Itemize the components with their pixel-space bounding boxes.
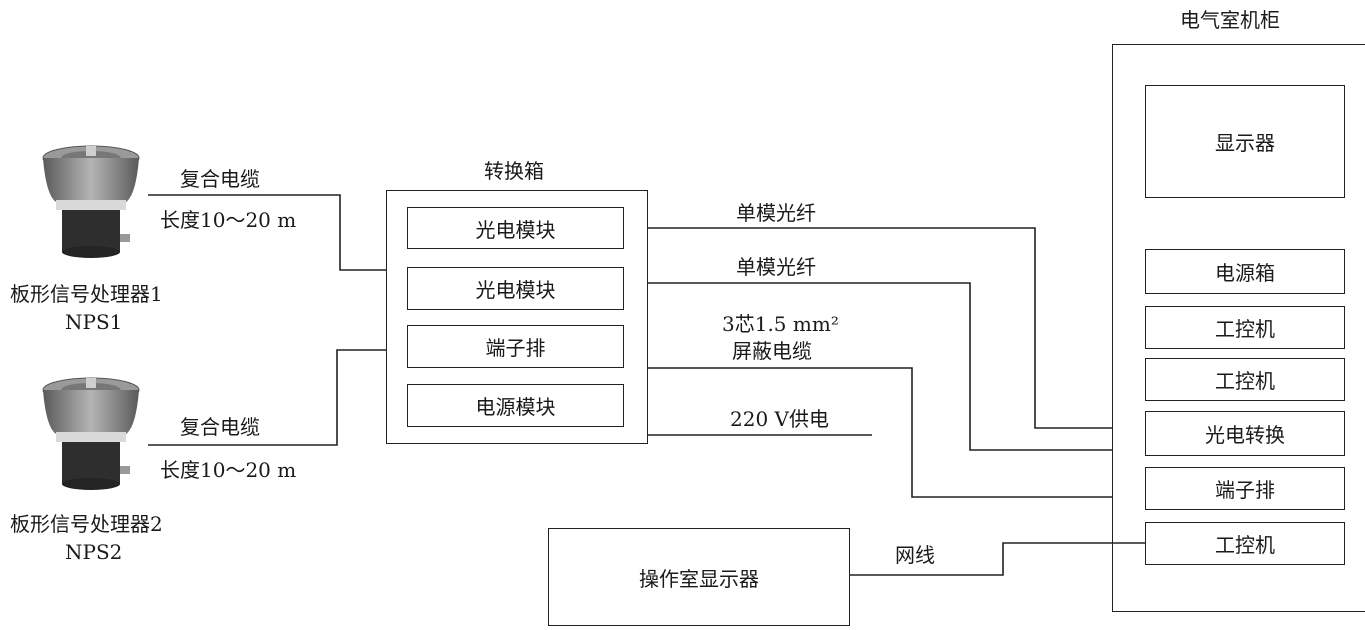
operator-room-display: 操作室显示器	[548, 528, 850, 626]
cabinet-unit-optical-converter: 光电转换	[1145, 411, 1345, 456]
sensor-1-code: NPS1	[65, 310, 123, 334]
sensor-2-image	[36, 372, 146, 506]
power-label: 220 V供电	[730, 407, 829, 431]
converter-module-power: 电源模块	[407, 384, 624, 427]
cable-nps2	[148, 349, 386, 446]
cable-2-length: 长度10～20 m	[160, 458, 297, 482]
network-line	[850, 542, 1145, 576]
cable-1-length: 长度10～20 m	[160, 208, 297, 232]
converter-module-optical-1: 光电模块	[407, 207, 624, 249]
fiber-line-2	[648, 282, 1112, 451]
network-label: 网线	[895, 543, 935, 567]
cabinet-unit-ipc-3: 工控机	[1145, 522, 1345, 565]
cabinet-title: 电气室机柜	[1180, 8, 1280, 32]
cabinet-unit-ipc-1: 工控机	[1145, 306, 1345, 349]
sensor-icon	[42, 145, 140, 258]
shield-cable-line	[648, 367, 1112, 498]
fiber-2-label: 单模光纤	[736, 255, 816, 279]
shield-cable-label-2: 屏蔽电缆	[732, 339, 812, 363]
cable-nps1	[148, 194, 386, 271]
converter-module-optical-2: 光电模块	[407, 267, 624, 310]
electrical-cabinet	[1112, 44, 1365, 612]
cabinet-display: 显示器	[1145, 85, 1345, 198]
sensor-2-code: NPS2	[65, 540, 123, 564]
fiber-line-1	[648, 227, 1112, 429]
cabinet-unit-ipc-2: 工控机	[1145, 358, 1345, 401]
cabinet-unit-terminal: 端子排	[1145, 467, 1345, 510]
cable-1-name: 复合电缆	[180, 167, 260, 191]
sensor-1-name: 板形信号处理器1	[10, 282, 163, 306]
converter-box-title: 转换箱	[484, 159, 544, 183]
fiber-1-label: 单模光纤	[736, 201, 816, 225]
converter-module-terminal: 端子排	[407, 325, 624, 368]
converter-box	[386, 190, 648, 444]
cable-2-name: 复合电缆	[180, 415, 260, 439]
sensor-2-name: 板形信号处理器2	[10, 512, 163, 536]
shield-cable-label-1: 3芯1.5 mm²	[722, 312, 839, 336]
cabinet-unit-power-box: 电源箱	[1145, 249, 1345, 294]
sensor-1-image	[36, 140, 146, 274]
sensor-icon	[42, 377, 140, 490]
